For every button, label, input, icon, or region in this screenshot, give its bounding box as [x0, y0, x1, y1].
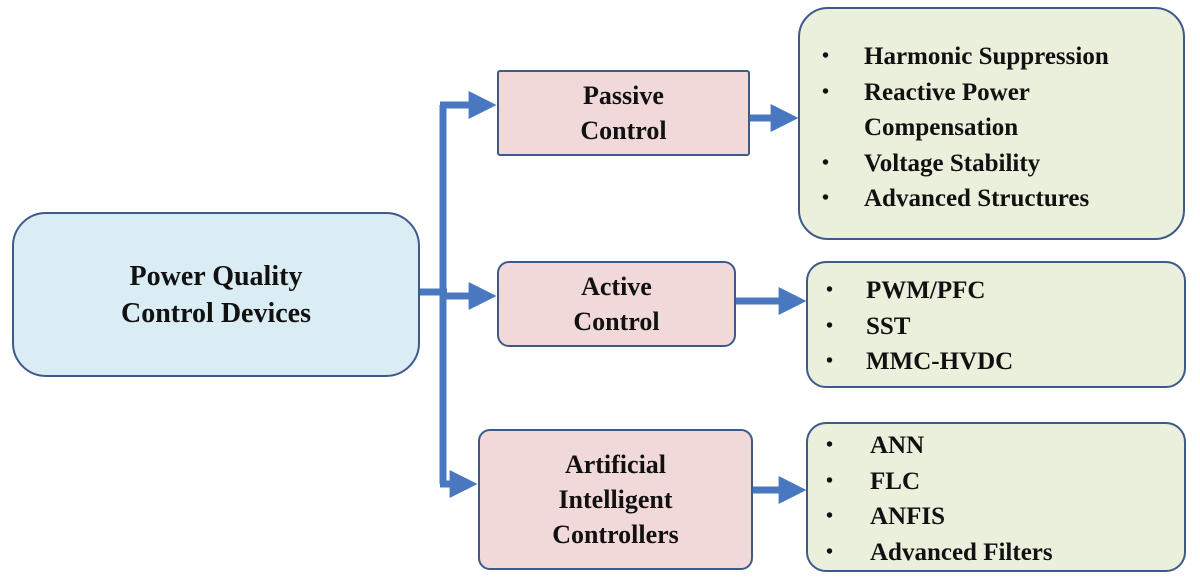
bullet-icon: •: [822, 80, 830, 103]
list-item-text: ANN: [870, 432, 925, 459]
branch-label-line: Controllers: [552, 520, 679, 549]
list-item-text: Advanced Structures: [864, 185, 1090, 212]
branch-label-line: Artificial: [564, 450, 667, 479]
list-item-text: Harmonic Suppression: [864, 43, 1109, 70]
branch-node-passive-control: Passive Control: [497, 70, 750, 156]
list-passive-control-functions: • Harmonic Suppression • Reactive Power …: [798, 7, 1185, 240]
list-item: • Advanced Filters: [826, 535, 1174, 571]
list-item: • MMC-HVDC: [826, 344, 1174, 380]
list-item-text: MMC-HVDC: [866, 348, 1014, 375]
root-label-line-2: Control Devices: [121, 297, 311, 329]
list-item-text: Advanced Filters: [870, 538, 1053, 566]
list-item: • Harmonic Suppression: [822, 39, 1173, 75]
branch-label-line: Intelligent: [558, 485, 673, 514]
list-item: • FLC: [826, 464, 1174, 500]
bullet-icon: •: [822, 151, 830, 174]
list-item: • Voltage Stability: [822, 146, 1173, 182]
bullet-icon: •: [822, 187, 830, 209]
branch-node-active-control: Active Control: [497, 261, 736, 347]
bullet-icon: •: [826, 314, 834, 337]
bullet-icon: •: [826, 279, 834, 301]
branch-label-line: Control: [580, 116, 667, 145]
root-node-power-quality: Power Quality Control Devices: [12, 212, 420, 377]
list-active-control-methods: • PWM/PFC • SST • MMC-HVDC: [806, 261, 1186, 388]
branch-label-line: Control: [573, 307, 660, 336]
list-item-text: PWM/PFC: [866, 277, 986, 304]
list-item-text: FLC: [870, 467, 920, 495]
list-item-text: Reactive Power: [864, 78, 1030, 106]
list-item: • Advanced Structures: [822, 181, 1173, 217]
list-item-text: ANFIS: [870, 503, 946, 530]
list-item-text: Voltage Stability: [864, 149, 1041, 177]
list-ai-controller-types: • ANN • FLC • ANFIS • Advanced Filters: [806, 422, 1186, 572]
list-item: • Reactive Power Compensation: [822, 75, 1173, 146]
branch-label-line: Passive: [583, 81, 664, 110]
bullet-icon: •: [826, 469, 834, 492]
branch-label-line: Active: [581, 272, 652, 301]
bullet-icon: •: [826, 350, 834, 372]
list-item: • ANFIS: [826, 499, 1174, 535]
root-label-line-1: Power Quality: [129, 260, 303, 292]
list-item: • ANN: [826, 428, 1174, 464]
bullet-icon: •: [826, 434, 834, 456]
list-item-text: Compensation: [864, 114, 1019, 141]
branch-node-ai-controllers: Artificial Intelligent Controllers: [478, 429, 753, 570]
list-item: • SST: [826, 309, 1174, 345]
bullet-icon: •: [826, 540, 834, 563]
list-item-text: SST: [866, 312, 911, 340]
bullet-icon: •: [826, 505, 834, 527]
bullet-icon: •: [822, 45, 830, 67]
list-item: • PWM/PFC: [826, 273, 1174, 309]
